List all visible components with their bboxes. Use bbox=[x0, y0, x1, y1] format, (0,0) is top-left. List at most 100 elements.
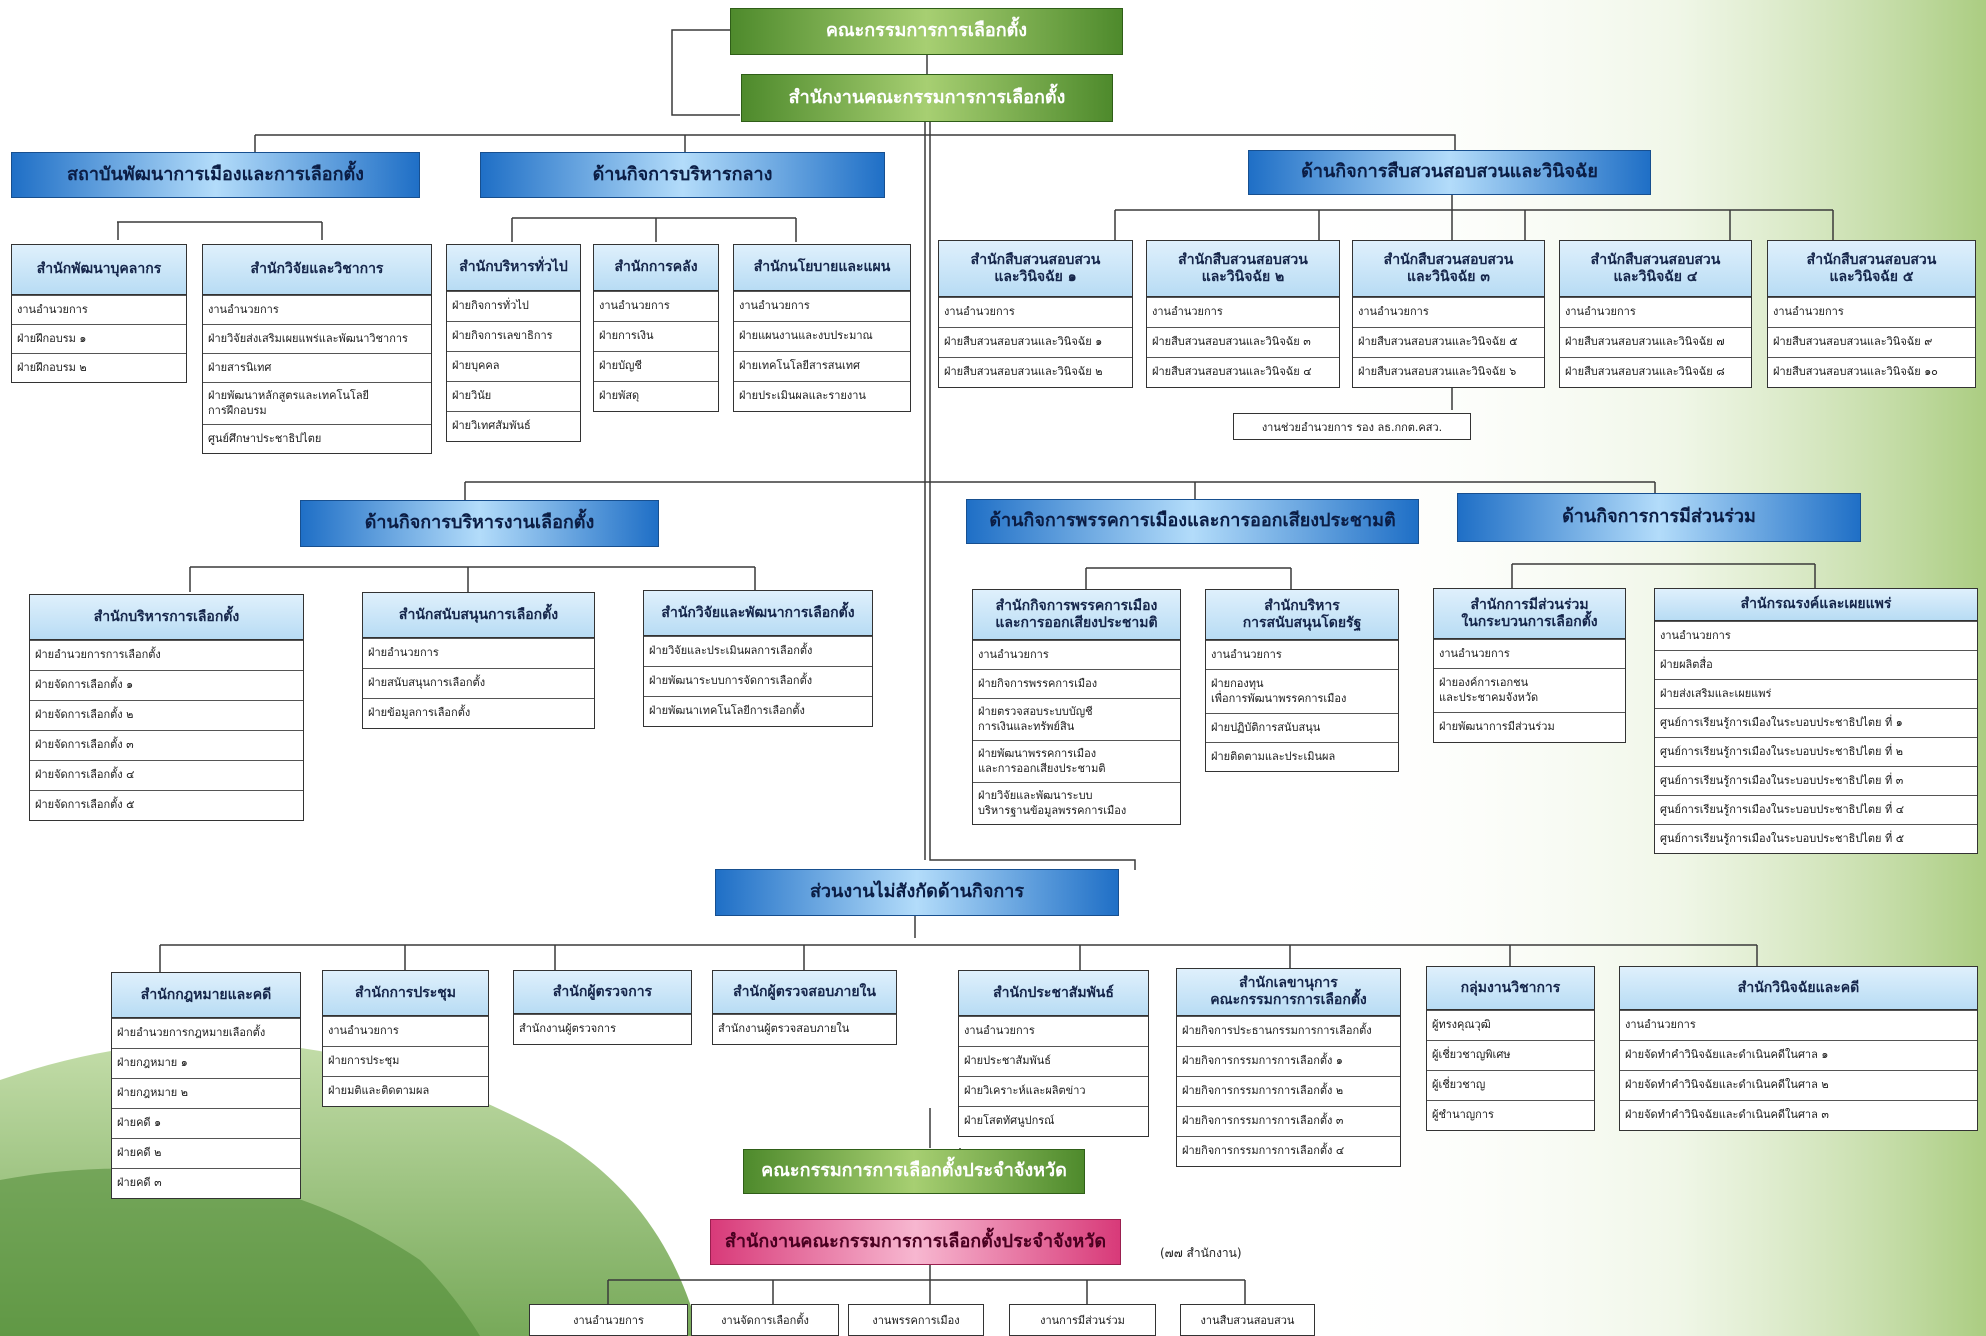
card-row: ฝ่ายพัฒนาการมีส่วนร่วม bbox=[1434, 712, 1625, 742]
card-row: ฝ่ายกฎหมาย ๒ bbox=[112, 1078, 300, 1108]
card-row: ฝ่ายฝึกอบรม ๑ bbox=[12, 324, 186, 353]
card-row: ฝ่ายติดตามและประเมินผล bbox=[1206, 742, 1398, 771]
card-title: สำนักการประชุม bbox=[323, 971, 488, 1016]
card-row: ฝ่ายสืบสวนสอบสวนและวินิจฉัย ๒ bbox=[939, 357, 1132, 387]
independent-units-header: ส่วนงานไม่สังกัดด้านกิจการ bbox=[715, 869, 1119, 916]
card-title: สำนักประชาสัมพันธ์ bbox=[959, 971, 1148, 1016]
card-row: ฝ่ายเทคโนโลยีสารสนเทศ bbox=[734, 351, 910, 381]
institute-header: สถาบันพัฒนาการเมืองและการเลือกตั้ง bbox=[11, 152, 420, 198]
card-row: ฝ่ายจัดทำคำวินิจฉัยและดำเนินคดีในศาล ๒ bbox=[1620, 1070, 1977, 1100]
card-row: ฝ่ายสืบสวนสอบสวนและวินิจฉัย ๓ bbox=[1147, 327, 1339, 357]
card-title: สำนักการมีส่วนร่วม ในกระบวนการเลือกตั้ง bbox=[1434, 589, 1625, 639]
card-row: ฝ่ายผลิตสื่อ bbox=[1655, 650, 1977, 679]
card-legal: สำนักกฎหมายและคดี ฝ่ายอำนวยการกฎหมายเลือ… bbox=[111, 972, 301, 1199]
card-row: ผู้ชำนาญการ bbox=[1427, 1100, 1594, 1130]
card-row: ฝ่ายคดี ๑ bbox=[112, 1108, 300, 1138]
card-title: สำนักรณรงค์และเผยแพร่ bbox=[1655, 589, 1977, 621]
card-row: งานอำนวยการ bbox=[1655, 621, 1977, 650]
card-title: สำนักสืบสวนสอบสวน และวินิจฉัย ๑ bbox=[939, 241, 1132, 297]
card-row: ผู้ทรงคุณวุฒิ bbox=[1427, 1010, 1594, 1040]
card-row: ฝ่ายกิจการเลขาธิการ bbox=[447, 321, 580, 351]
participation-header: ด้านกิจการการมีส่วนร่วม bbox=[1457, 493, 1861, 542]
card-row: ฝ่ายวิจัยและพัฒนาระบบ บริหารฐานข้อมูลพรร… bbox=[973, 782, 1180, 824]
card-row: สำนักงานผู้ตรวจสอบภายใน bbox=[713, 1014, 896, 1044]
card-row: ฝ่ายสืบสวนสอบสวนและวินิจฉัย ๗ bbox=[1560, 327, 1751, 357]
card-row: ศูนย์การเรียนรู้การเมืองในระบอบประชาธิปไ… bbox=[1655, 708, 1977, 737]
card-election-support: สำนักสนับสนุนการเลือกตั้ง ฝ่ายอำนวยการ ฝ… bbox=[362, 592, 595, 729]
card-row: ฝ่ายองค์การเอกชน และประชาคมจังหวัด bbox=[1434, 668, 1625, 712]
card-row: ฝ่ายจัดการเลือกตั้ง ๒ bbox=[30, 700, 303, 730]
card-row: ศูนย์การเรียนรู้การเมืองในระบอบประชาธิปไ… bbox=[1655, 737, 1977, 766]
card-meeting: สำนักการประชุม งานอำนวยการ ฝ่ายการประชุม… bbox=[322, 970, 489, 1107]
provincial-unit-participation: งานการมีส่วนร่วม bbox=[1009, 1304, 1156, 1336]
card-row: ฝ่ายการประชุม bbox=[323, 1046, 488, 1076]
card-row: ฝ่ายสืบสวนสอบสวนและวินิจฉัย ๔ bbox=[1147, 357, 1339, 387]
card-row: ฝ่ายอำนวยการกฎหมายเลือกตั้ง bbox=[112, 1018, 300, 1048]
provincial-office-header: สำนักงานคณะกรรมการการเลือกตั้งประจำจังหว… bbox=[710, 1219, 1121, 1265]
card-row: ฝ่ายสืบสวนสอบสวนและวินิจฉัย ๕ bbox=[1353, 327, 1544, 357]
card-row: ฝ่ายพัสดุ bbox=[594, 381, 718, 411]
card-row: ฝ่ายวิเทศสัมพันธ์ bbox=[447, 411, 580, 441]
card-row: ฝ่ายมติและติดตามผล bbox=[323, 1076, 488, 1106]
card-internal-audit: สำนักผู้ตรวจสอบภายใน สำนักงานผู้ตรวจสอบภ… bbox=[712, 970, 897, 1045]
card-title: สำนักเลขานุการ คณะกรรมการการเลือกตั้ง bbox=[1177, 969, 1400, 1016]
card-row: งานอำนวยการ bbox=[973, 640, 1180, 669]
card-title: สำนักกฎหมายและคดี bbox=[112, 973, 300, 1018]
card-title: สำนักสืบสวนสอบสวน และวินิจฉัย ๒ bbox=[1147, 241, 1339, 297]
card-title: สำนักผู้ตรวจการ bbox=[514, 971, 691, 1014]
card-row: สำนักงานผู้ตรวจการ bbox=[514, 1014, 691, 1044]
card-row: ฝ่ายกิจการประธานกรรมการการเลือกตั้ง bbox=[1177, 1016, 1400, 1046]
card-row: ผู้เชี่ยวชาญ bbox=[1427, 1070, 1594, 1100]
card-row: งานอำนวยการ bbox=[1206, 640, 1398, 669]
card-party-affairs: สำนักกิจการพรรคการเมือง และการออกเสียงปร… bbox=[972, 589, 1181, 825]
card-title: สำนักบริหารทั่วไป bbox=[447, 245, 580, 291]
card-title: สำนักสืบสวนสอบสวน และวินิจฉัย ๔ bbox=[1560, 241, 1751, 297]
card-election-admin: สำนักบริหารการเลือกตั้ง ฝ่ายอำนวยการการเ… bbox=[29, 594, 304, 821]
card-judgment: สำนักวินิจฉัยและคดี งานอำนวยการ ฝ่ายจัดท… bbox=[1619, 966, 1978, 1131]
provincial-unit-admin: งานอำนวยการ bbox=[529, 1304, 688, 1336]
card-title: สำนักสืบสวนสอบสวน และวินิจฉัย ๓ bbox=[1353, 241, 1544, 297]
card-row: ฝ่ายประเมินผลและรายงาน bbox=[734, 381, 910, 411]
card-row: ฝ่ายสืบสวนสอบสวนและวินิจฉัย ๙ bbox=[1768, 327, 1975, 357]
card-row: ฝ่ายปฏิบัติการสนับสนุน bbox=[1206, 713, 1398, 742]
card-row: ฝ่ายพัฒนาพรรคการเมือง และการออกเสียงประช… bbox=[973, 740, 1180, 782]
card-row: ฝ่ายตรวจสอบระบบบัญชี การเงินและทรัพย์สิน bbox=[973, 698, 1180, 740]
card-academic-group: กลุ่มงานวิชาการ ผู้ทรงคุณวุฒิ ผู้เชี่ยวช… bbox=[1426, 966, 1595, 1131]
card-title: สำนักสนับสนุนการเลือกตั้ง bbox=[363, 593, 594, 638]
card-campaign: สำนักรณรงค์และเผยแพร่ งานอำนวยการ ฝ่ายผล… bbox=[1654, 588, 1978, 854]
card-investigation-2: สำนักสืบสวนสอบสวน และวินิจฉัย ๒ งานอำนวย… bbox=[1146, 240, 1340, 388]
card-election-research: สำนักวิจัยและพัฒนาการเลือกตั้ง ฝ่ายวิจัย… bbox=[643, 590, 873, 727]
card-title: สำนักบริหารการเลือกตั้ง bbox=[30, 595, 303, 640]
card-row: ฝ่ายสารนิเทศ bbox=[203, 353, 431, 382]
card-row: งานอำนวยการ bbox=[1620, 1010, 1977, 1040]
card-row: ฝ่ายบัญชี bbox=[594, 351, 718, 381]
card-row: ฝ่ายคดี ๒ bbox=[112, 1138, 300, 1168]
card-row: งานอำนวยการ bbox=[959, 1016, 1148, 1046]
card-title: สำนักวินิจฉัยและคดี bbox=[1620, 967, 1977, 1010]
provincial-unit-election: งานจัดการเลือกตั้ง bbox=[691, 1304, 839, 1336]
card-title: สำนักวิจัยและพัฒนาการเลือกตั้ง bbox=[644, 591, 872, 636]
card-row: ฝ่ายประชาสัมพันธ์ bbox=[959, 1046, 1148, 1076]
card-row: ฝ่ายการเงิน bbox=[594, 321, 718, 351]
card-investigation-5: สำนักสืบสวนสอบสวน และวินิจฉัย ๕ งานอำนวย… bbox=[1767, 240, 1976, 388]
card-row: ฝ่ายกิจการกรรมการการเลือกตั้ง ๒ bbox=[1177, 1076, 1400, 1106]
provincial-unit-investigation: งานสืบสวนสอบสวน bbox=[1180, 1304, 1315, 1336]
card-title: สำนักสืบสวนสอบสวน และวินิจฉัย ๕ bbox=[1768, 241, 1975, 297]
card-row: งานอำนวยการ bbox=[1434, 639, 1625, 668]
card-row: งานอำนวยการ bbox=[12, 295, 186, 324]
card-row: ฝ่ายพัฒนาระบบการจัดการเลือกตั้ง bbox=[644, 666, 872, 696]
card-title: สำนักบริหาร การสนับสนุนโดยรัฐ bbox=[1206, 590, 1398, 640]
card-row: ฝ่ายจัดทำคำวินิจฉัยและดำเนินคดีในศาล ๑ bbox=[1620, 1040, 1977, 1070]
card-row: งานอำนวยการ bbox=[939, 297, 1132, 327]
provincial-office-count: (๗๗ สำนักงาน) bbox=[1160, 1246, 1242, 1260]
card-row: งานอำนวยการ bbox=[323, 1016, 488, 1046]
card-finance: สำนักการคลัง งานอำนวยการ ฝ่ายการเงิน ฝ่า… bbox=[593, 244, 719, 412]
card-row: ฝ่ายอำนวยการ bbox=[363, 638, 594, 668]
card-hr: สำนักพัฒนาบุคลากร งานอำนวยการ ฝ่ายฝึกอบร… bbox=[11, 244, 187, 383]
card-title: กลุ่มงานวิชาการ bbox=[1427, 967, 1594, 1010]
card-row: ฝ่ายข้อมูลการเลือกตั้ง bbox=[363, 698, 594, 728]
card-title: สำนักกิจการพรรคการเมือง และการออกเสียงปร… bbox=[973, 590, 1180, 640]
card-general-admin: สำนักบริหารทั่วไป ฝ่ายกิจการทั่วไป ฝ่ายก… bbox=[446, 244, 581, 442]
card-row: ฝ่ายกิจการกรรมการการเลือกตั้ง ๑ bbox=[1177, 1046, 1400, 1076]
